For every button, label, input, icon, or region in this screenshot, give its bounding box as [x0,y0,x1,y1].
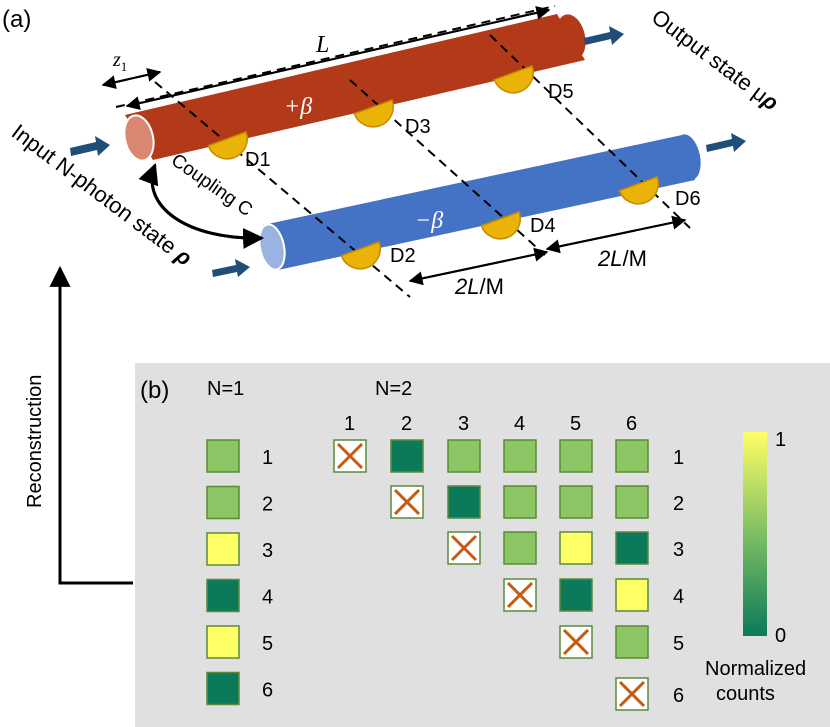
n2-cell [615,531,649,565]
input-arrow-bottom [212,259,250,277]
n1-row-label: 6 [262,680,273,702]
n1-title: N=1 [207,378,244,400]
n1-cell [206,625,240,659]
colorbar-max-label: 1 [775,429,786,451]
n2-col-label: 6 [626,413,637,435]
n2-cell [447,439,481,473]
n2-cell [503,439,537,473]
detector-label: D3 [405,116,431,138]
n2-col-label: 2 [401,413,412,435]
n2-excluded-cell [447,531,481,565]
n2-cell [503,485,537,519]
n1-cell [206,532,240,566]
n2-excluded-cell [559,625,593,659]
n2-cell [615,625,649,659]
n2-cell [390,439,424,473]
detector-label: D1 [245,149,271,171]
detector-d3 [353,99,394,128]
plus-beta-label: +β [284,94,312,120]
reconstruction-label: Reconstruction [24,375,46,508]
colorbar-title-line1: Normalized [705,658,806,680]
detector-label: D6 [675,188,701,210]
n2-title: N=2 [375,378,412,400]
detector-d2 [340,241,381,270]
minus-beta-label: −β [415,208,443,234]
reconstruction-arrow [49,265,133,585]
input-arrow-top [70,136,110,156]
n1-row-label: 5 [262,633,273,655]
panel-b-background [135,363,830,727]
output-state-label: Output state μρ [647,4,783,115]
colorbar [743,432,767,636]
detector-label: D5 [548,81,574,103]
detector-d6 [618,176,659,205]
n2-col-label: 4 [514,413,525,435]
z1-label: z1 [112,49,127,74]
n1-row-label: 1 [262,447,273,469]
n2-row-label: 5 [673,633,684,655]
n2-row-label: 3 [673,539,684,561]
panel-b-label: (b) [140,377,169,404]
bottom-waveguide [258,134,701,271]
n2-cell [615,578,649,612]
n2-excluded-cell [615,677,649,711]
n2-row-label: 2 [673,493,684,515]
panel-a-label: (a) [2,6,31,33]
length-label: L [315,32,329,58]
n1-cell [206,485,240,520]
detector-d5 [493,65,534,94]
n1-cell [206,439,240,473]
n2-excluded-cell [503,578,537,612]
n2-grid: 1 2 3 4 5 6 1 2 3 4 5 6 [333,413,684,711]
n1-grid: 1 2 3 4 5 6 [206,439,273,706]
output-arrow-top [584,26,624,45]
detector-d1 [207,131,248,160]
n2-cell [503,531,537,565]
n2-cell [559,531,593,565]
detector-label: D4 [530,215,556,237]
flow-arrows [70,26,746,277]
detector-d4 [480,211,521,240]
n1-row-label: 3 [262,540,273,562]
n2-cell [615,439,649,473]
spacing-label-2: 2L/M [597,246,647,271]
colorbar-title-line2: counts [716,683,775,705]
colorbar-min-label: 0 [775,625,786,647]
n2-cell [559,439,593,473]
n2-cell [559,485,593,519]
coupling-label: Coupling C [167,150,256,221]
n2-row-label: 6 [673,685,684,707]
n2-col-label: 3 [458,413,469,435]
n1-cell [206,671,240,706]
output-arrow-bottom [706,133,746,152]
n2-cell [559,578,593,612]
spacing-label-1: 2L/M [454,274,504,299]
n2-row-label: 1 [673,447,684,469]
n2-cell [615,485,649,519]
n2-col-label: 1 [344,413,355,435]
n2-row-label: 4 [673,586,684,608]
n2-col-label: 5 [570,413,581,435]
n2-excluded-cell [390,485,424,519]
n1-cell [206,578,240,613]
n2-excluded-cell [333,439,367,473]
top-waveguide [123,14,586,162]
detector-label: D2 [390,245,416,267]
n1-row-label: 2 [262,494,273,516]
n1-row-label: 4 [262,587,273,609]
n2-cell [447,485,481,519]
